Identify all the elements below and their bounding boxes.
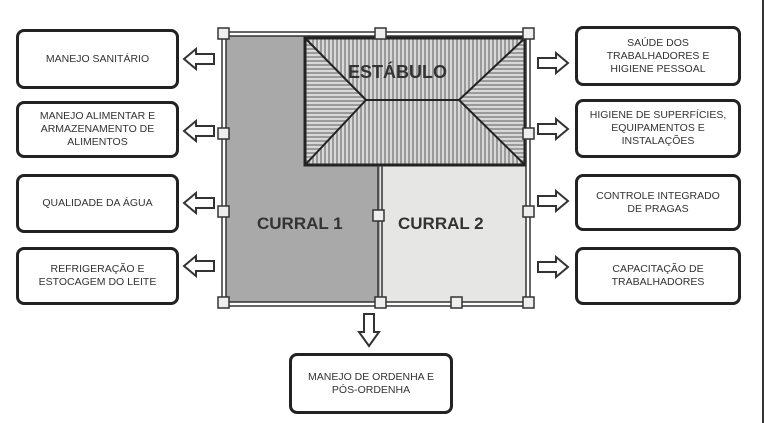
fence-posts (217, 27, 535, 309)
box-worker-health: SAÚDE DOS TRABALHADORES E HIGIENE PESSOA… (575, 26, 741, 86)
box-pest-control: CONTROLE INTEGRADO DE PRAGAS (575, 174, 741, 231)
box-water-quality: QUALIDADE DA ÁGUA (16, 174, 179, 233)
box-feed-management: MANEJO ALIMENTAR E ARMAZENAMENTO DE ALIM… (16, 101, 179, 158)
pen-1-label: CURRAL 1 (257, 214, 343, 233)
arrow-right-icon (537, 188, 570, 214)
arrow-left-icon (182, 253, 215, 279)
arrow-left-icon (182, 46, 215, 72)
arrow-left-icon (182, 118, 215, 144)
pen-2-area (380, 165, 526, 302)
arrows (182, 46, 570, 348)
arrow-down-icon (357, 313, 381, 348)
pen-2-label: CURRAL 2 (398, 214, 484, 233)
arrow-right-icon (537, 116, 570, 142)
box-surface-hygiene: HIGIENE DE SUPERFÍCIES, EQUIPAMENTOS E I… (575, 99, 741, 158)
page-edge-line (762, 0, 764, 423)
arrow-right-icon (537, 50, 570, 76)
stable-roof (303, 36, 527, 167)
box-worker-training: CAPACITAÇÃO DE TRABALHADORES (575, 247, 741, 305)
arrow-left-icon (182, 190, 215, 216)
box-milk-storage: REFRIGERAÇÃO E ESTOCAGEM DO LEITE (16, 247, 179, 305)
arrow-right-icon (537, 254, 570, 280)
box-milking-management: MANEJO DE ORDENHA E PÓS-ORDENHA (289, 353, 453, 414)
box-sanitary-management: MANEJO SANITÁRIO (16, 29, 179, 89)
stable-label: ESTÁBULO (348, 62, 447, 82)
